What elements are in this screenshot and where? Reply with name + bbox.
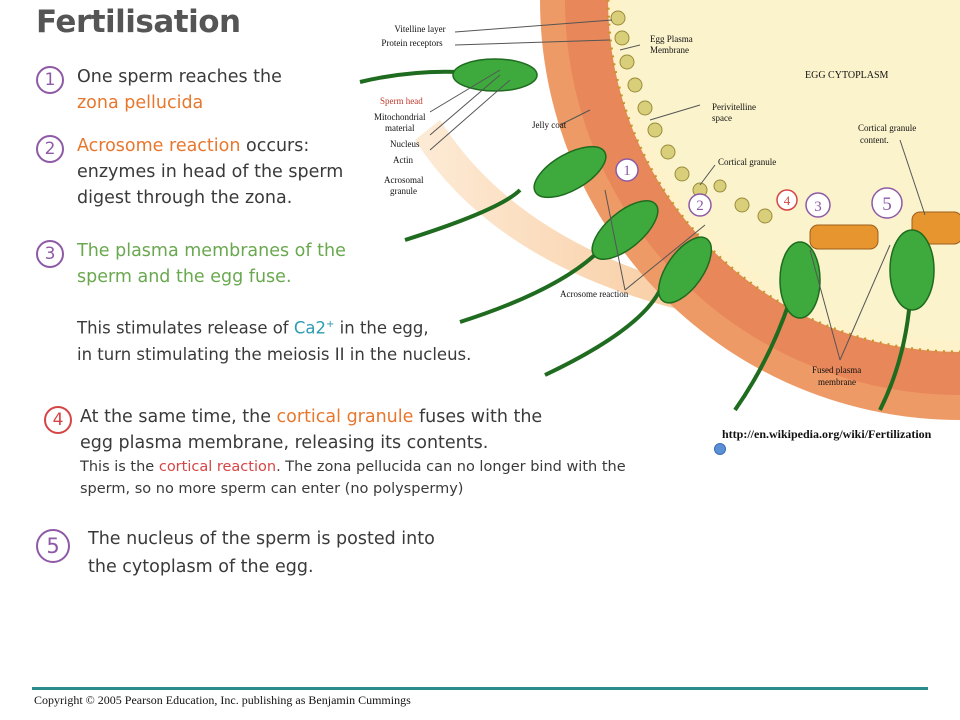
step-5-line-2: the cytoplasm of the egg. (88, 557, 314, 577)
label-fused-1: Fused plasma (812, 365, 861, 375)
label-nucleus: Nucleus (390, 139, 420, 149)
label-actin: Actin (393, 155, 413, 165)
cortical-reaction-label: cortical reaction (158, 459, 277, 475)
step-4-note-2: sperm, so no more sperm can enter (no po… (80, 481, 464, 497)
globe-icon (714, 443, 726, 455)
step-3-note-1-end: in the egg, (334, 318, 429, 338)
step-2-line-2: enzymes in head of the sperm (77, 162, 344, 182)
calcium-label: Ca2 (293, 318, 327, 338)
step-3-note-2: in turn stimulating the meiosis II in th… (77, 344, 472, 364)
copyright-footer: Copyright © 2005 Pearson Education, Inc.… (34, 693, 411, 707)
step-2-line-3: digest through the zona. (77, 188, 293, 208)
marker-1: 1 (623, 163, 631, 179)
step-number-5: 5 (36, 529, 70, 563)
label-cortical-content-1: Cortical granule (858, 123, 916, 133)
label-mitochondrial-1: Mitochondrial (374, 112, 426, 122)
step-4-line-2: egg plasma membrane, releasing its conte… (80, 433, 489, 453)
label-egg-membrane-2: Membrane (650, 45, 689, 55)
stage-markers (615, 158, 903, 219)
marker-5: 5 (882, 194, 892, 215)
step-3-line-2: sperm and the egg fuse. (77, 267, 292, 287)
slide-title: Fertilisation (36, 4, 241, 40)
step-number-1: 1 (36, 66, 64, 94)
cortical-content-3 (809, 224, 879, 250)
fertilisation-diagram: Vitelline layer Protein receptors Egg Pl… (359, 0, 960, 420)
marker-2: 2 (696, 198, 704, 214)
label-egg-cytoplasm: EGG CYTOPLASM (805, 70, 889, 81)
label-cortical-granule: Cortical granule (718, 157, 776, 167)
step-2-highlight: Acrosome reaction (77, 136, 241, 156)
label-sperm-head: Sperm head (380, 96, 423, 106)
step-2-line-1: occurs: (240, 136, 310, 156)
marker-3: 3 (814, 199, 822, 215)
label-vitelline: Vitelline layer (394, 24, 445, 34)
label-mitochondrial-2: material (385, 123, 415, 133)
step-4-line-1: At the same time, the (80, 407, 277, 427)
label-acrosomal-2: granule (390, 186, 417, 196)
label-perivitelline-2: space (712, 113, 732, 123)
label-protein-receptors: Protein receptors (381, 38, 443, 48)
source-link[interactable]: http://en.wikipedia.org/wiki/Fertilizati… (722, 427, 932, 441)
label-jelly-coat: Jelly coat (532, 120, 567, 130)
sperm-heads (452, 58, 935, 319)
step-3-line-1: The plasma membranes of the (77, 241, 346, 261)
label-perivitelline-1: Perivitelline (712, 102, 756, 112)
label-egg-membrane-1: Egg Plasma (650, 34, 693, 44)
label-acrosomal-1: Acrosomal (384, 175, 424, 185)
label-acrosome-reaction: Acrosome reaction (560, 289, 629, 299)
step-1-highlight: zona pellucida (77, 93, 204, 113)
label-fused-2: membrane (818, 377, 856, 387)
step-3-note-1: This stimulates release of (77, 318, 294, 338)
cortical-granules (610, 10, 773, 224)
step-number-2: 2 (36, 135, 64, 163)
step-1-line-1: One sperm reaches the (77, 67, 282, 87)
label-cortical-content-2: content. (860, 135, 889, 145)
step-4-note-1-end: . The zona pellucida can no longer bind … (276, 459, 626, 475)
step-number-4: 4 (44, 406, 72, 434)
step-number-3: 3 (36, 240, 64, 268)
footer-divider (32, 687, 928, 690)
step-4-highlight: cortical granule (276, 407, 414, 427)
calcium-charge: + (326, 319, 335, 330)
step-5-line-1: The nucleus of the sperm is posted into (88, 529, 435, 549)
step-4-note-1: This is the (80, 459, 159, 475)
egg-cytoplasm (620, 0, 960, 340)
sperm-cells (359, 69, 912, 412)
marker-4: 4 (784, 193, 791, 208)
step-4-line-1-end: fuses with the (413, 407, 543, 427)
